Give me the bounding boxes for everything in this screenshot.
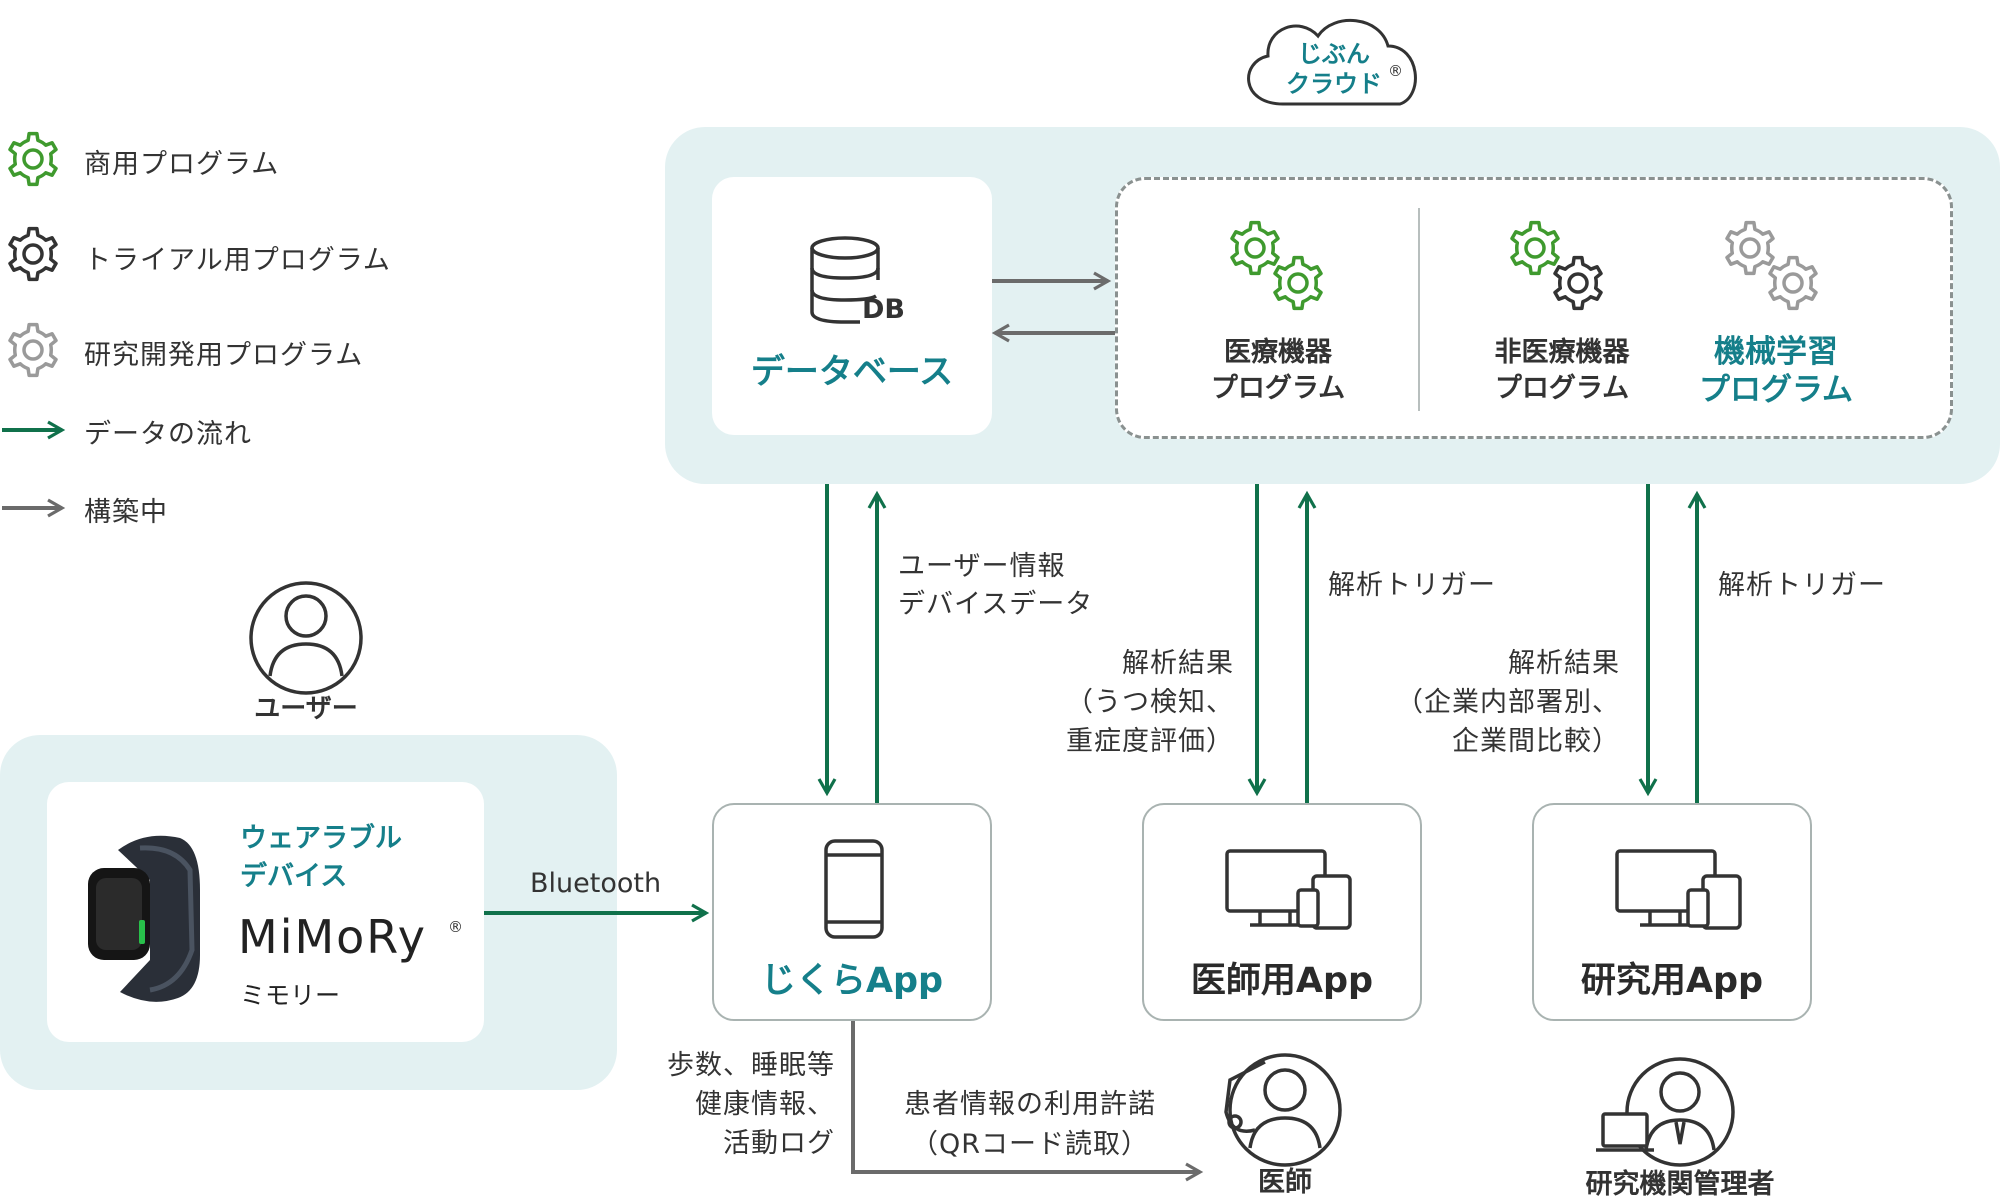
consent-line2: （QRコード読取） bbox=[910, 1129, 1149, 1160]
wearable-registered-mark: ® bbox=[448, 918, 463, 936]
research-admin-icon bbox=[1596, 1057, 1735, 1167]
result-doctor-line2: （うつ検知、 bbox=[1066, 687, 1234, 718]
consent-arrow bbox=[851, 1021, 1204, 1182]
database-card bbox=[712, 177, 992, 435]
legend-commercial-label: 商用プログラム bbox=[84, 149, 280, 180]
app-data-line1: 歩数、睡眠等 bbox=[667, 1050, 835, 1081]
smartwatch-icon bbox=[88, 835, 200, 1002]
app-data-line2: 健康情報、 bbox=[695, 1089, 835, 1120]
doctor-icon bbox=[1224, 1053, 1342, 1167]
doctor-label: 医師 bbox=[1258, 1167, 1312, 1198]
gear-medical-icon bbox=[1230, 220, 1323, 311]
program-non-medical-line1: 非医療機器 bbox=[1494, 337, 1630, 368]
wearable-label-line1: ウェアラブル bbox=[240, 823, 402, 854]
legend-construction-label: 構築中 bbox=[84, 497, 168, 528]
program-medical-line1: 医療機器 bbox=[1224, 337, 1332, 368]
cloud-title-line2: クラウド bbox=[1286, 70, 1382, 98]
program-ml-line2: プログラム bbox=[1698, 372, 1854, 408]
wearable-label-line2: デバイス bbox=[240, 861, 348, 892]
jikura-app-label: じくらApp bbox=[760, 961, 944, 1001]
legend-trial-label: トライアル用プログラム bbox=[84, 245, 391, 276]
result-research-line1: 解析結果 bbox=[1508, 648, 1620, 679]
legend-research-label: 研究開発用プログラム bbox=[84, 340, 364, 371]
wearable-kana: ミモリー bbox=[240, 981, 341, 1010]
user-info-label-line1: ユーザー情報 bbox=[898, 551, 1066, 582]
cloud-title-line1: じぶん bbox=[1298, 40, 1370, 68]
user-label: ユーザー bbox=[254, 694, 358, 724]
app-data-line3: 活動ログ bbox=[723, 1128, 835, 1159]
doctor-app-label: 医師用App bbox=[1190, 961, 1374, 1001]
wearable-brand: MiMoRy bbox=[238, 910, 427, 964]
result-doctor-line3: 重症度評価） bbox=[1066, 726, 1234, 757]
smartphone-icon bbox=[824, 839, 884, 939]
cloud-registered-mark: ® bbox=[1388, 62, 1403, 80]
consent-line1: 患者情報の利用許諾 bbox=[904, 1089, 1156, 1120]
bluetooth-label: Bluetooth bbox=[530, 868, 662, 899]
research-app-label: 研究用App bbox=[1580, 961, 1764, 1001]
result-research-line3: 企業間比較） bbox=[1452, 726, 1620, 757]
database-icon bbox=[810, 236, 880, 324]
gear-commercial-icon bbox=[8, 131, 58, 187]
gear-research-icon bbox=[8, 322, 58, 378]
result-doctor-line1: 解析結果 bbox=[1122, 648, 1234, 679]
research-admin-label: 研究機関管理者 bbox=[1585, 1169, 1775, 1200]
result-research-line2: （企業内部署別、 bbox=[1396, 687, 1620, 718]
program-group bbox=[1115, 177, 1953, 439]
database-label: データベース bbox=[750, 352, 954, 392]
gear-non-medical-icon bbox=[1510, 220, 1603, 311]
research-devices-icon bbox=[1615, 849, 1742, 930]
legend-dataflow-label: データの流れ bbox=[84, 419, 252, 450]
program-ml-line1: 機械学習 bbox=[1714, 334, 1838, 370]
trigger-doctor-label: 解析トリガー bbox=[1328, 570, 1496, 601]
database-icon-text: DB bbox=[862, 294, 905, 325]
doctor-devices-icon bbox=[1225, 849, 1352, 930]
program-divider bbox=[1418, 208, 1420, 411]
trigger-research-label: 解析トリガー bbox=[1718, 570, 1886, 601]
user-info-label-line2: デバイスデータ bbox=[898, 589, 1094, 620]
gear-trial-icon bbox=[8, 226, 58, 282]
program-medical-line2: プログラム bbox=[1210, 373, 1346, 404]
cloud-icon bbox=[1247, 18, 1417, 106]
program-non-medical-line2: プログラム bbox=[1494, 373, 1630, 404]
gear-ml-icon bbox=[1725, 220, 1818, 311]
user-icon bbox=[249, 581, 363, 695]
